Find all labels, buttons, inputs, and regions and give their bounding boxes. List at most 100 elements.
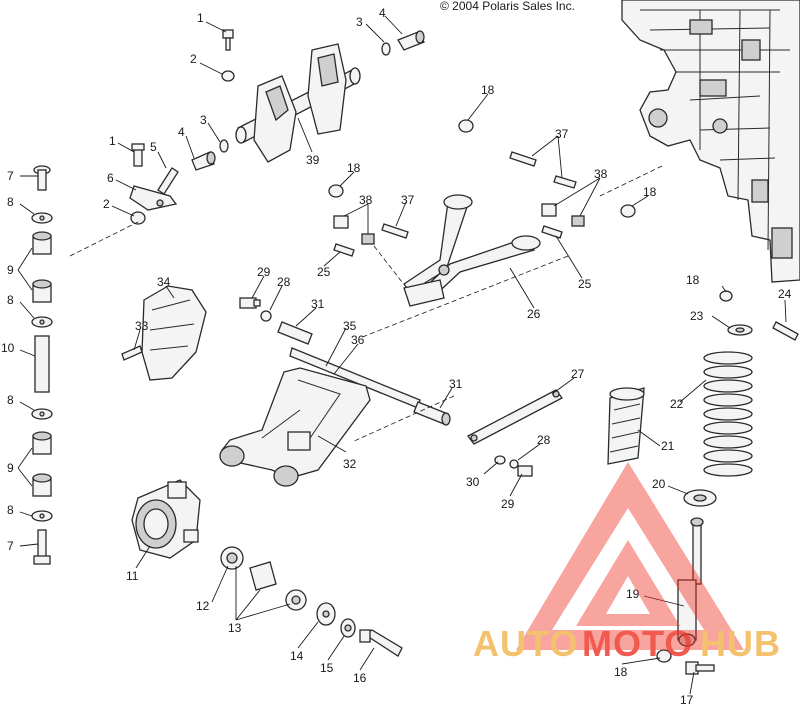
callout-8: 8 <box>7 503 14 517</box>
guard-34 <box>141 285 207 381</box>
callout-29: 29 <box>257 265 271 279</box>
callout-34: 34 <box>157 275 171 289</box>
washer-3-left <box>219 139 229 153</box>
callout-7: 7 <box>7 169 14 183</box>
spring-22 <box>703 351 753 477</box>
callout-2: 2 <box>190 52 197 66</box>
callout-9: 9 <box>7 263 14 277</box>
watermark-triangle-outer <box>516 462 744 650</box>
boot-21 <box>607 387 645 465</box>
callout-8: 8 <box>7 195 14 209</box>
callout-19: 19 <box>626 587 640 601</box>
leader-lines <box>17 15 787 695</box>
bolt-24 <box>772 321 799 341</box>
callout-10: 10 <box>1 341 15 355</box>
nut-18-right <box>620 204 636 218</box>
seal-12 <box>220 546 244 570</box>
callout-4: 4 <box>178 125 185 139</box>
washer-8-d <box>31 510 53 522</box>
bushing-9-d <box>32 473 52 497</box>
callout-14: 14 <box>290 649 304 663</box>
washer-8-b <box>31 316 53 328</box>
washer-15 <box>340 618 356 638</box>
bushing-4-top <box>397 30 425 51</box>
screw-33 <box>121 345 143 361</box>
nut-2-top <box>221 70 235 82</box>
bolt-29-left <box>239 297 261 309</box>
callout-23: 23 <box>690 309 704 323</box>
callout-26: 26 <box>527 307 541 321</box>
callout-3: 3 <box>356 15 363 29</box>
callout-9: 9 <box>7 461 14 475</box>
callout-32: 32 <box>343 457 357 471</box>
callout-6: 6 <box>107 171 114 185</box>
callout-3: 3 <box>200 113 207 127</box>
pin-5 <box>157 167 179 195</box>
callout-15: 15 <box>320 661 334 675</box>
callout-38: 38 <box>594 167 608 181</box>
watermark-text-hub: HUB <box>700 623 781 664</box>
callout-24: 24 <box>778 287 792 301</box>
copyright-notice: © 2004 Polaris Sales Inc. <box>440 0 575 13</box>
callout-7: 7 <box>7 539 14 553</box>
callout-8: 8 <box>7 293 14 307</box>
callout-30: 30 <box>466 475 480 489</box>
callout-27: 27 <box>571 367 585 381</box>
bearing-13 <box>249 561 307 611</box>
sleeve-10 <box>34 335 50 393</box>
nut-18-mid <box>328 184 344 198</box>
bracket-6 <box>129 185 178 211</box>
callout-38: 38 <box>359 193 373 207</box>
watermark-text-auto: AUTO <box>473 623 578 664</box>
washer-8-c <box>31 408 53 420</box>
callout-29: 29 <box>501 497 515 511</box>
callout-31: 31 <box>449 377 463 391</box>
callout-37: 37 <box>401 193 415 207</box>
callout-21: 21 <box>661 439 675 453</box>
callout-1: 1 <box>109 134 116 148</box>
washer-3-top <box>381 42 391 56</box>
callout-18: 18 <box>686 273 700 287</box>
callout-18: 18 <box>481 83 495 97</box>
pin-25-left <box>333 243 355 257</box>
lower-control-arm <box>219 367 371 487</box>
callout-28: 28 <box>277 275 291 289</box>
link-bar-27 <box>467 389 563 445</box>
callout-31: 31 <box>311 297 325 311</box>
pin-25-right <box>541 225 563 239</box>
vehicle-frame <box>621 0 800 283</box>
bearing-carrier-11 <box>131 479 201 559</box>
bushing-31-lower <box>413 401 451 426</box>
bushing-9-b <box>32 279 52 303</box>
callout-25: 25 <box>317 265 331 279</box>
automotohub-watermark: AUTO MOTO HUB <box>473 462 781 664</box>
bushing-9-a <box>32 231 52 255</box>
bolt-17 <box>685 661 715 675</box>
callout-28: 28 <box>537 433 551 447</box>
bushing-4-left <box>191 151 216 171</box>
callout-18: 18 <box>347 161 361 175</box>
callout-35: 35 <box>343 319 357 333</box>
callout-33: 33 <box>135 319 149 333</box>
nut-18-shock <box>719 290 733 302</box>
bolt-37-right <box>509 151 577 189</box>
callout-4: 4 <box>379 6 386 20</box>
callout-37: 37 <box>555 127 569 141</box>
callout-18: 18 <box>643 185 657 199</box>
bolt-29-right <box>517 465 533 477</box>
washer-23 <box>727 324 753 336</box>
callout-1: 1 <box>197 11 204 25</box>
callout-5: 5 <box>150 140 157 154</box>
nut-2-left <box>130 211 146 225</box>
bolt-1-top <box>222 29 234 51</box>
callout-25: 25 <box>578 277 592 291</box>
upper-control-arm <box>403 194 541 307</box>
callout-12: 12 <box>196 599 210 613</box>
callout-2: 2 <box>103 197 110 211</box>
callout-17: 17 <box>680 693 694 707</box>
nut-18-bottom <box>656 649 672 663</box>
callout-20: 20 <box>652 477 666 491</box>
spring-seat-20 <box>683 489 717 507</box>
bolt-16 <box>359 629 403 657</box>
